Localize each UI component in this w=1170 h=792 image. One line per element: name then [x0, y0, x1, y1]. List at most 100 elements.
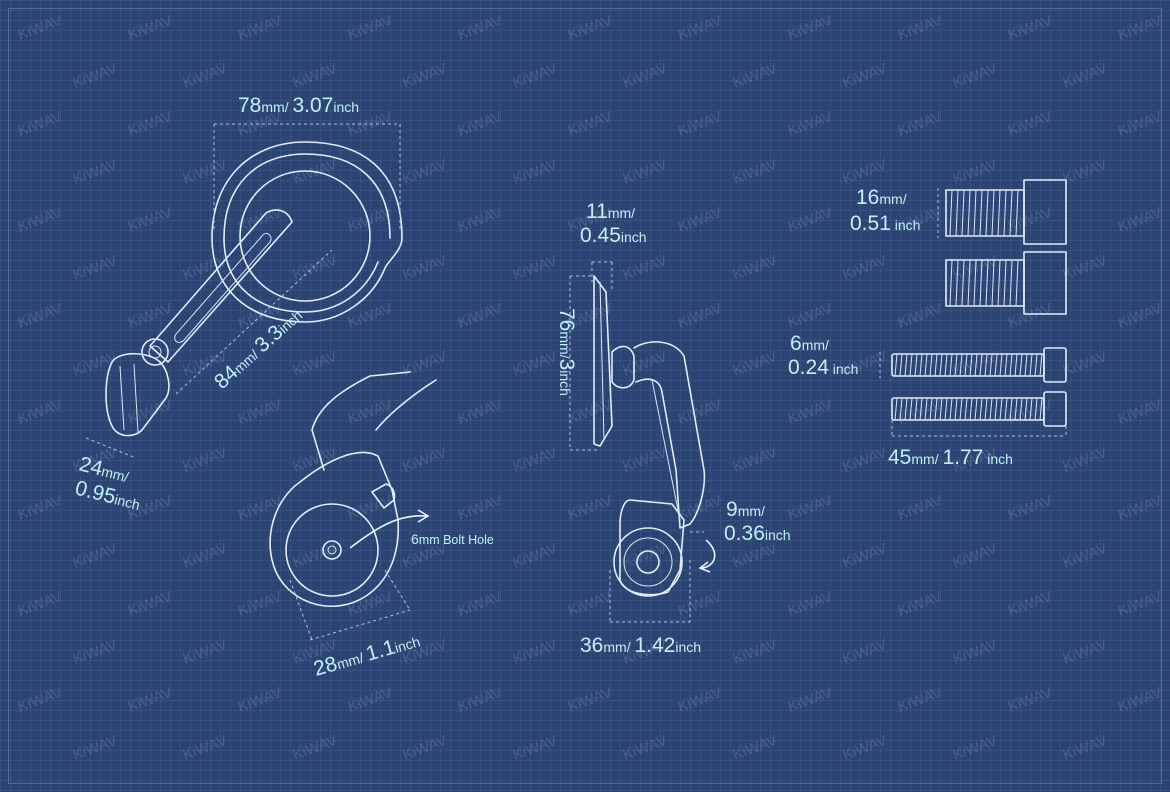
watermark-text: KiWAV	[951, 540, 1000, 572]
watermark-text: KiWAV	[16, 684, 65, 716]
watermark-text: KiWAV	[71, 540, 120, 572]
thread-line	[1039, 353, 1043, 377]
long-bolt-2-thread	[894, 397, 1043, 421]
watermark-text: KiWAV	[786, 492, 835, 524]
watermark-text: KiWAV	[1006, 492, 1055, 524]
watermark-text: KiWAV	[1116, 204, 1165, 236]
thread-line	[979, 397, 983, 421]
watermark-text: KiWAV	[1116, 300, 1165, 332]
thickness-label-imperial: 0.45inch	[580, 224, 647, 247]
watermark-text: KiWAV	[346, 684, 395, 716]
bolt-hole-label: 6mm Bolt Hole	[411, 531, 494, 547]
thread-line	[974, 397, 978, 421]
clamp-body	[105, 352, 170, 437]
thread-line	[1009, 353, 1013, 377]
watermark-text: KiWAV	[676, 12, 725, 44]
thread-line	[924, 397, 928, 421]
short-bolt-2-head	[1023, 251, 1067, 315]
watermark-text: KiWAV	[181, 636, 230, 668]
thread-line	[991, 189, 995, 237]
thread-line	[944, 353, 948, 377]
watermark-text: KiWAV	[1116, 492, 1165, 524]
watermark-text: KiWAV	[401, 348, 450, 380]
offset-label-imperial: 0.36inch	[724, 522, 791, 545]
watermark-text: KiWAV	[456, 588, 505, 620]
watermark-text: KiWAV	[1061, 732, 1110, 764]
watermark-text: KiWAV	[456, 12, 505, 44]
thread-line	[991, 259, 995, 307]
watermark-text: KiWAV	[786, 684, 835, 716]
watermark-text: KiWAV	[511, 540, 560, 572]
mirror-side-view: 11mm/ 0.45inch 76mm/3inch 9mm/ 0.36inch …	[555, 200, 791, 657]
arm-extension	[311, 371, 437, 471]
thread-line	[949, 189, 953, 237]
thread-line	[997, 189, 1001, 237]
watermark-text: KiWAV	[291, 732, 340, 764]
watermark-text: KiWAV	[1116, 684, 1165, 716]
thread-line	[973, 259, 977, 307]
thread-line	[904, 397, 908, 421]
thread-line	[1024, 353, 1028, 377]
thread-line	[894, 353, 898, 377]
watermark-text: KiWAV	[236, 588, 285, 620]
thread-line	[974, 353, 978, 377]
watermark-text: KiWAV	[456, 108, 505, 140]
thread-line	[969, 353, 973, 377]
watermark-text: KiWAV	[511, 252, 560, 284]
thread-line	[949, 259, 953, 307]
watermark-text: KiWAV	[676, 204, 725, 236]
thread-line	[967, 259, 971, 307]
watermark-text: KiWAV	[841, 540, 890, 572]
height-label: 76mm/3inch	[555, 308, 578, 396]
thread-line	[964, 397, 968, 421]
thread-line	[979, 259, 983, 307]
watermark-text: KiWAV	[896, 300, 945, 332]
watermark-text: KiWAV	[346, 300, 395, 332]
thread-line	[899, 397, 903, 421]
thread-line	[1009, 189, 1013, 237]
watermark-text: KiWAV	[456, 396, 505, 428]
watermark-text: KiWAV	[236, 492, 285, 524]
watermark-text: KiWAV	[1006, 588, 1055, 620]
watermark-text: KiWAV	[1061, 348, 1110, 380]
watermark-text: KiWAV	[1116, 588, 1165, 620]
clamp-detail-view: 6mm Bolt Hole 28mm/ 1.1inch	[269, 371, 494, 681]
watermark-text: KiWAV	[71, 636, 120, 668]
mirror-glass	[239, 170, 371, 302]
watermark-text: KiWAV	[566, 492, 615, 524]
thread-line	[969, 397, 973, 421]
thread-line	[955, 189, 959, 237]
watermark-text: KiWAV	[676, 300, 725, 332]
thread-line	[1014, 353, 1018, 377]
watermark-text: KiWAV	[401, 732, 450, 764]
watermark-text: KiWAV	[181, 60, 230, 92]
clamp-ring-outer	[269, 451, 400, 608]
watermark-text: KiWAV	[731, 252, 780, 284]
thread-line	[985, 189, 989, 237]
thread-line	[1003, 189, 1007, 237]
watermark-text: KiWAV	[16, 492, 65, 524]
bolt-hole-arrow	[349, 509, 430, 549]
short-bolt-1-thread	[949, 189, 1019, 237]
watermark-text: KiWAV	[786, 204, 835, 236]
watermark-text: KiWAV	[126, 396, 175, 428]
thread-line	[964, 353, 968, 377]
watermark-text: KiWAV	[566, 108, 615, 140]
watermark-text: KiWAV	[841, 156, 890, 188]
watermark-text: KiWAV	[841, 444, 890, 476]
side-arm	[633, 341, 706, 529]
watermark-text: KiWAV	[676, 396, 725, 428]
watermark-text: KiWAV	[786, 300, 835, 332]
thread-line	[989, 353, 993, 377]
thread-line	[939, 353, 943, 377]
bolts-view: 16mm/ 0.51 inch 6mm/ 0.24 inch 45mm/ 1.7…	[788, 179, 1067, 469]
thread-line	[979, 353, 983, 377]
thread-line	[961, 259, 965, 307]
watermark-text: KiWAV	[1006, 108, 1055, 140]
watermark-text: KiWAV	[841, 732, 890, 764]
thread-line	[954, 353, 958, 377]
watermark-text: KiWAV	[1061, 156, 1110, 188]
watermark-text: KiWAV	[511, 444, 560, 476]
watermark-text: KiWAV	[1061, 636, 1110, 668]
